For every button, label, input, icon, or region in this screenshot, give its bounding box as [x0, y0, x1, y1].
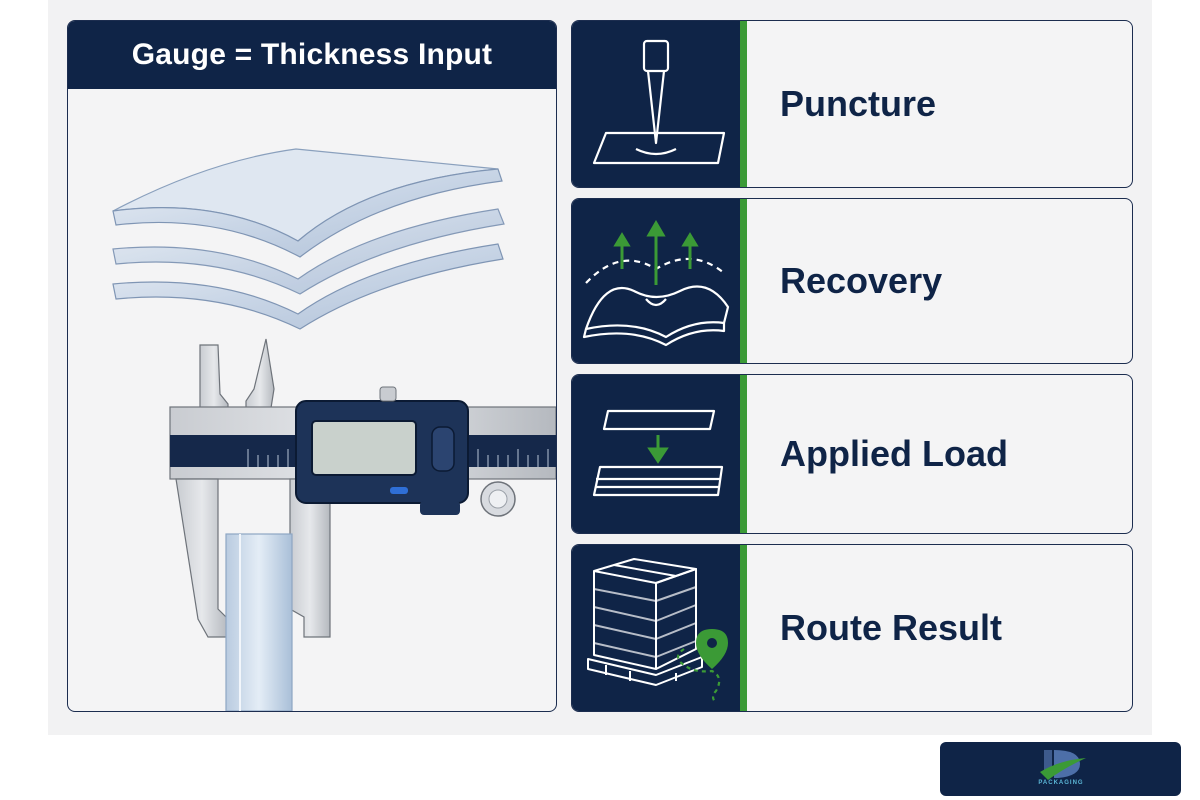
gauge-panel: Gauge = Thickness Input	[67, 20, 557, 712]
caliper-and-film-illustration	[112, 148, 556, 711]
puncture-probe-icon	[592, 39, 726, 165]
gauge-panel-title: Gauge = Thickness Input	[68, 21, 556, 89]
pallet-route-icon	[587, 558, 728, 704]
puncture-icon-panel	[572, 21, 747, 187]
puncture-card: Puncture	[571, 20, 1133, 188]
film-layers-icon	[112, 148, 505, 330]
recovery-label: Recovery	[780, 260, 943, 301]
applied-load-label: Applied Load	[780, 433, 1008, 474]
brand-wordmark: PACKAGING	[1038, 780, 1084, 786]
caliper-icon	[169, 338, 556, 711]
recovery-icon-panel	[572, 199, 747, 363]
route-result-label: Route Result	[780, 607, 1003, 648]
applied-load-card: Applied Load	[571, 374, 1133, 534]
film-recovery-icon	[582, 220, 730, 347]
route-result-card: Route Result	[571, 544, 1133, 712]
applied-load-icon-panel	[572, 375, 747, 533]
map-pin-icon	[676, 629, 728, 704]
applied-load-icon	[592, 409, 724, 497]
brand-mark-icon	[1040, 750, 1086, 780]
puncture-label: Puncture	[780, 83, 937, 124]
route-result-icon-panel	[572, 545, 747, 711]
recovery-card: Recovery	[571, 198, 1133, 364]
brand-logo: PACKAGING	[940, 742, 1181, 796]
